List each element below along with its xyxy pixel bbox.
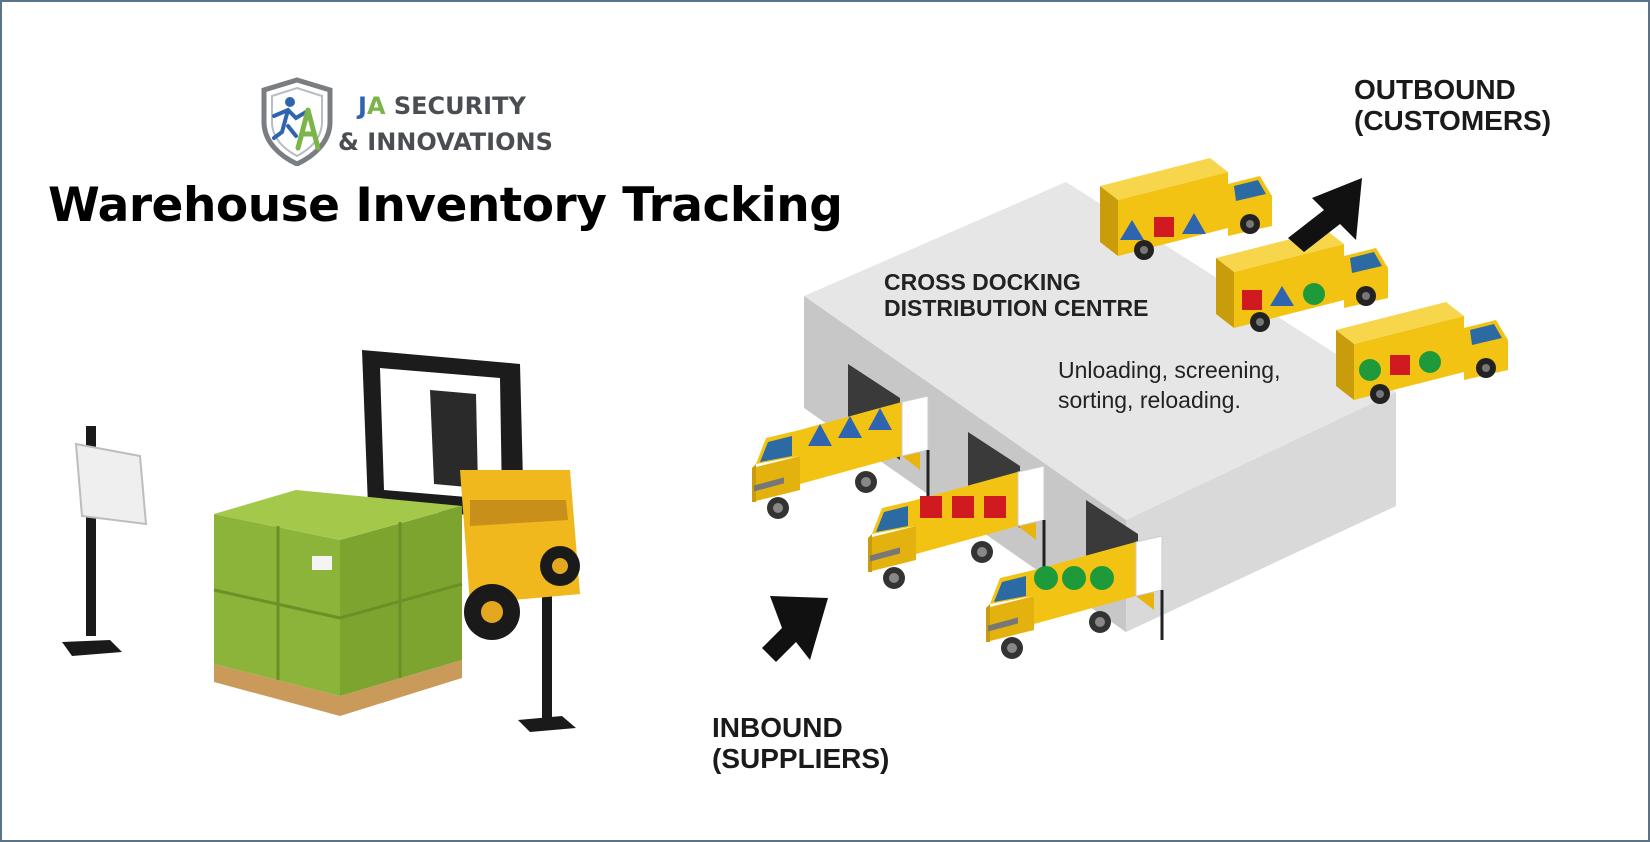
outbound-truck-1 <box>1100 158 1272 260</box>
rfid-reader-left-icon <box>62 426 148 656</box>
logo-letter-a: A <box>366 92 386 120</box>
cargo-triangle-icon <box>1120 220 1144 240</box>
pallet-boxes-icon <box>213 490 463 716</box>
process-description-line2: sorting, reloading. <box>1058 386 1241 413</box>
centre-label-line1: CROSS DOCKING <box>884 269 1081 295</box>
distribution-centre-label: CROSS DOCKING DISTRIBUTION CENTRE <box>884 269 1149 322</box>
logo-brand-line1: JA SECURITY <box>358 92 526 120</box>
logo-security-text: SECURITY <box>393 92 526 120</box>
outbound-arrow-icon <box>1288 178 1362 252</box>
cargo-triangle-icon <box>838 416 862 438</box>
outbound-label: OUTBOUND (CUSTOMERS) <box>1354 74 1551 137</box>
cargo-square-icon <box>984 496 1006 518</box>
building-side-wall <box>1126 392 1396 632</box>
forklift-icon <box>362 350 580 640</box>
cargo-square-icon <box>1242 290 1262 310</box>
inbound-arrow-icon <box>762 596 828 662</box>
inbound-label-line1: INBOUND <box>712 712 843 743</box>
inbound-label-line2: (SUPPLIERS) <box>712 743 890 775</box>
cargo-circle-icon <box>1034 566 1058 590</box>
centre-label-line2: DISTRIBUTION CENTRE <box>884 294 1149 321</box>
outbound-label-line2: (CUSTOMERS) <box>1354 105 1552 137</box>
cargo-square-icon <box>952 496 974 518</box>
cargo-triangle-icon <box>808 424 832 446</box>
cargo-circle-icon <box>1090 566 1114 590</box>
outbound-truck-3 <box>1336 302 1508 404</box>
logo-letter-j: J <box>358 92 367 120</box>
building-front-wall <box>804 296 1126 632</box>
cargo-circle-icon <box>1303 283 1325 305</box>
cargo-square-icon <box>1390 355 1410 375</box>
page-title: Warehouse Inventory Tracking <box>48 178 843 233</box>
cargo-circle-icon <box>1062 566 1086 590</box>
cargo-square-icon <box>920 496 942 518</box>
company-logo: JA SECURITY & INNOVATIONS <box>258 76 578 166</box>
cargo-circle-icon <box>1359 359 1381 381</box>
logo-brand-line2: & INNOVATIONS <box>338 128 553 156</box>
outbound-label-line1: OUTBOUND <box>1354 74 1516 105</box>
cargo-square-icon <box>1154 217 1174 237</box>
building-roof <box>804 182 1396 520</box>
shield-logo-icon <box>261 77 333 166</box>
process-description: Unloading, screening, sorting, reloading… <box>1058 356 1280 416</box>
cargo-circle-icon <box>1419 351 1441 373</box>
cargo-triangle-icon <box>868 408 892 430</box>
process-description-line1: Unloading, screening, <box>1058 357 1281 383</box>
inbound-label: INBOUND (SUPPLIERS) <box>712 712 889 775</box>
cargo-triangle-icon <box>1182 213 1206 234</box>
cargo-triangle-icon <box>1270 286 1294 306</box>
